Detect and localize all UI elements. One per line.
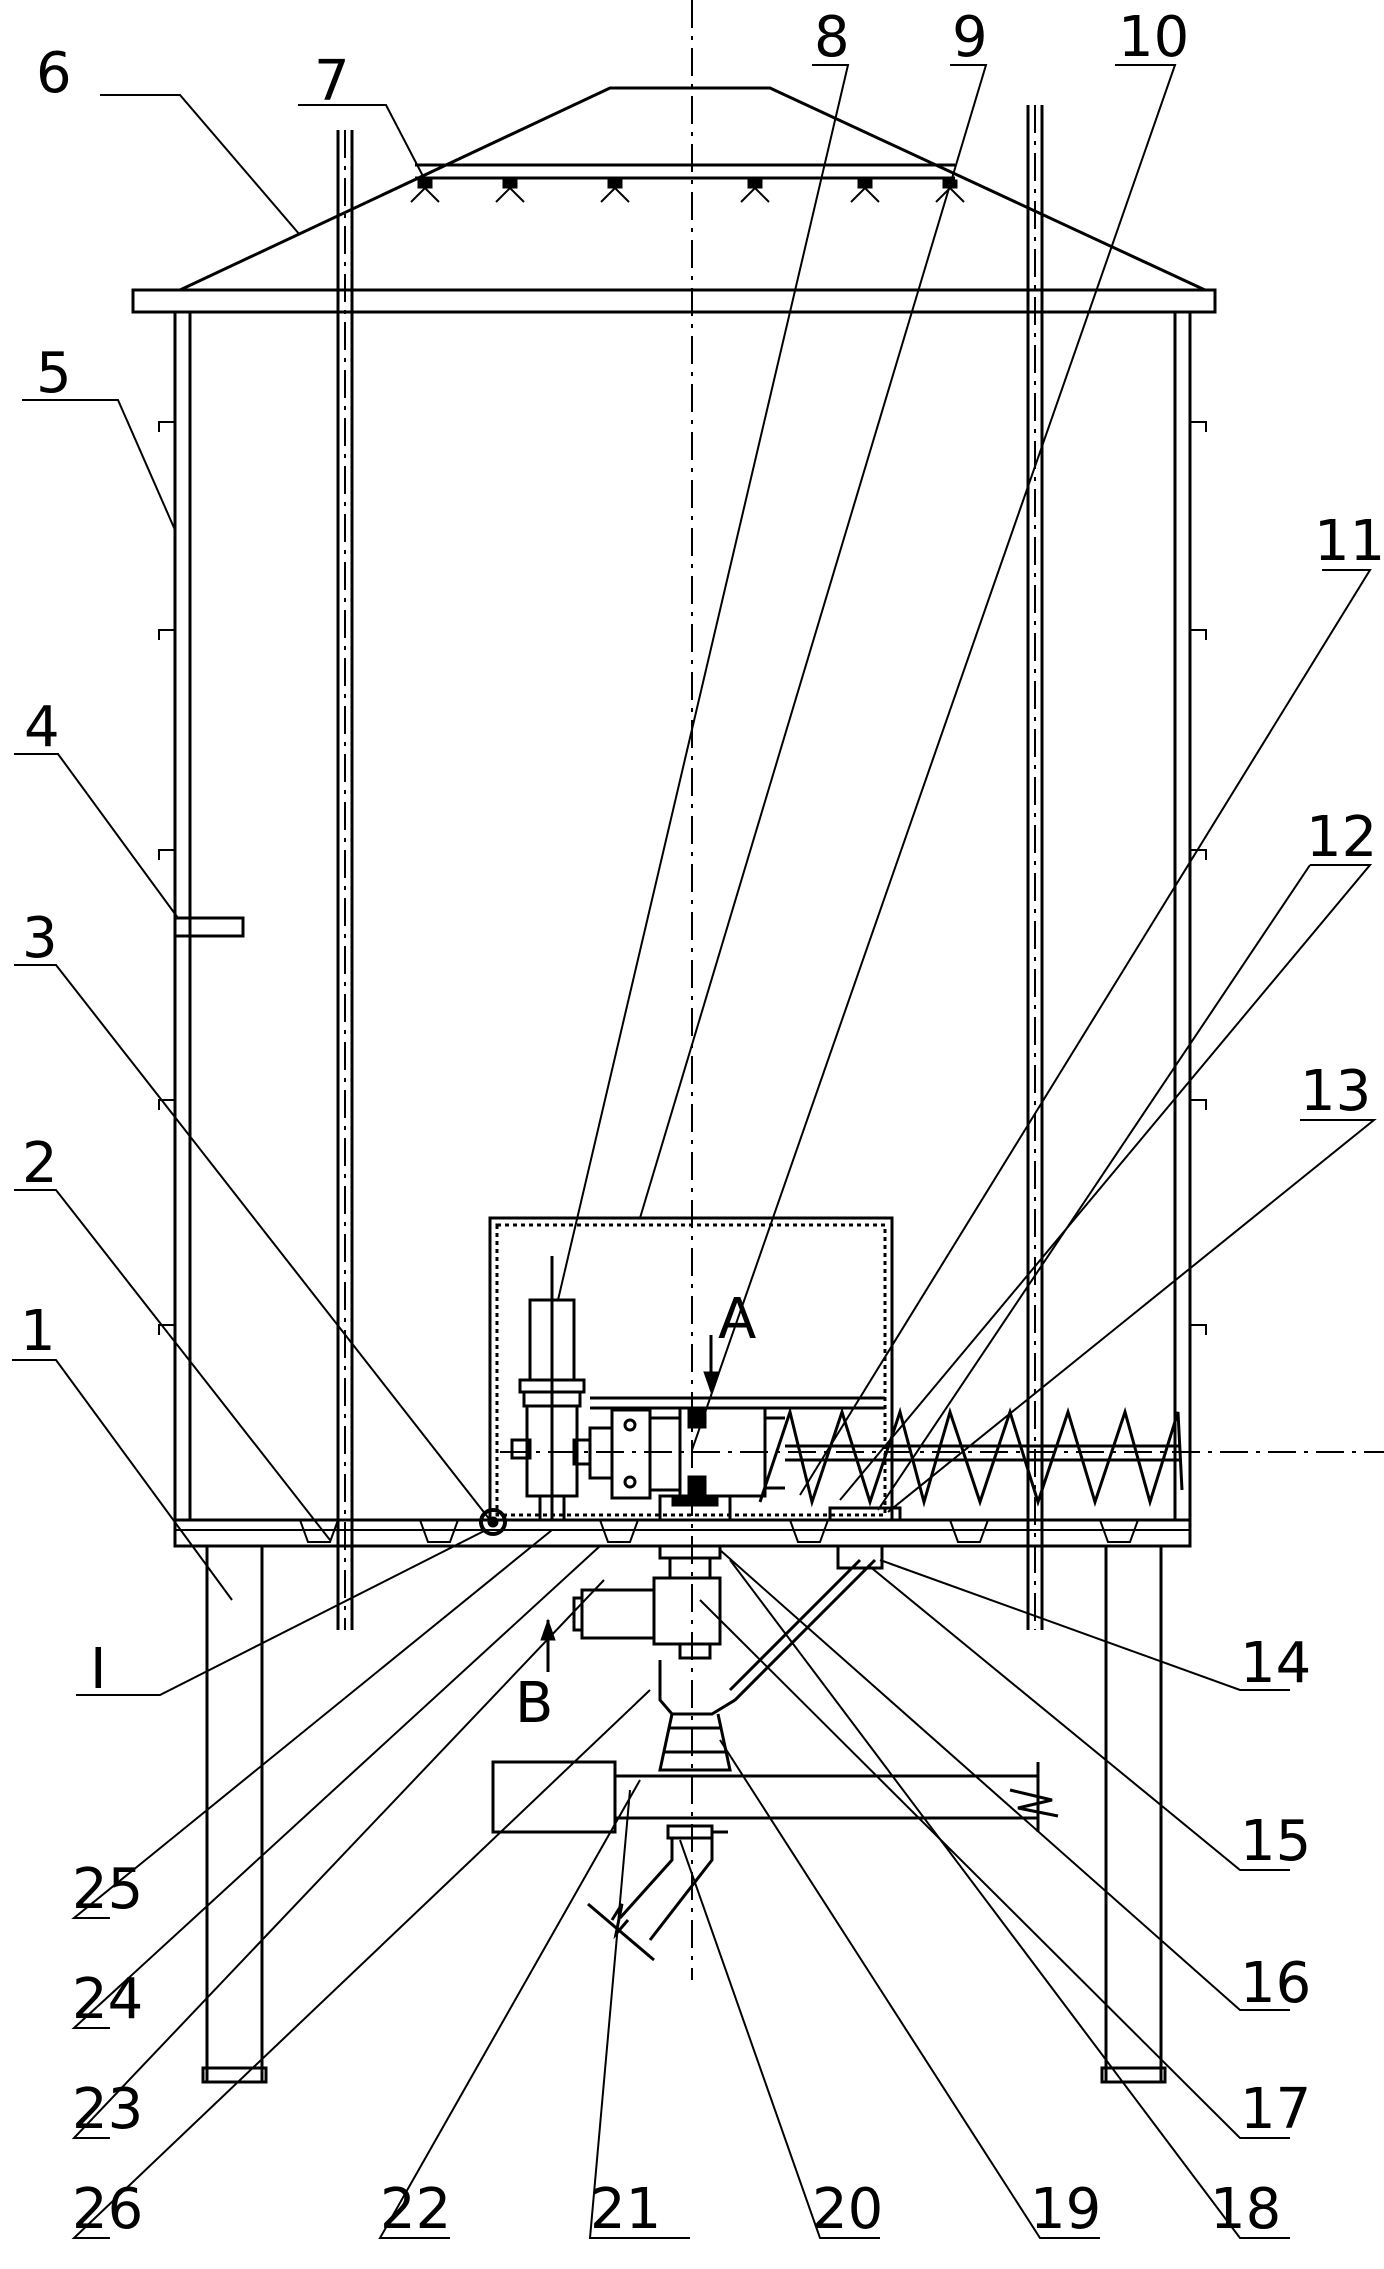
callout-20: 20 [812, 2177, 883, 2242]
callout-19: 19 [1030, 2177, 1101, 2242]
callout-16: 16 [1240, 1951, 1311, 2016]
center-lines [344, 0, 1384, 1980]
callout-9: 9 [952, 5, 988, 70]
roof [131, 86, 1217, 314]
callout-8: 8 [814, 5, 850, 70]
detail-i-marker [479, 1508, 507, 1536]
callout-2: 2 [22, 1131, 58, 1196]
callout-13: 13 [1300, 1059, 1371, 1124]
section-label-b: B [515, 1671, 553, 1736]
callout-24: 24 [72, 1967, 143, 2032]
callout-1: 1 [20, 1299, 56, 1364]
gearbox [572, 1406, 785, 1522]
callout-4: 4 [24, 695, 60, 760]
callout-14: 14 [1240, 1631, 1311, 1696]
callout-6: 6 [36, 41, 72, 106]
callout-18: 18 [1210, 2177, 1281, 2242]
spray-nozzles [410, 179, 965, 203]
right-wall-rungs [1190, 421, 1207, 1335]
callout-17: 17 [1240, 2077, 1311, 2142]
lower-drive [572, 1544, 884, 1660]
callout-21: 21 [590, 2177, 661, 2242]
section-arrow-b: B [515, 1618, 556, 1736]
callout-23: 23 [72, 2077, 143, 2142]
callout-11: 11 [1314, 509, 1384, 574]
callout-5: 5 [36, 341, 72, 406]
callout-26: 26 [72, 2177, 143, 2242]
tank-walls [173, 312, 1192, 1520]
cutter-motor [491, 1760, 1059, 1834]
callout-7: 7 [314, 49, 350, 114]
support-legs [201, 1546, 1167, 2084]
screw-conveyor [758, 1406, 1184, 1522]
detail-label-i: I [90, 1637, 107, 1702]
vertical-motor [510, 1256, 586, 1522]
base-gussets [299, 1519, 1139, 1543]
left-wall-rungs [158, 421, 175, 1335]
callout-12: 12 [1306, 805, 1377, 870]
discharge-hopper [658, 1558, 877, 1772]
callout-10: 10 [1118, 5, 1189, 70]
callout-3: 3 [22, 906, 58, 971]
callout-15: 15 [1240, 1809, 1311, 1874]
outlet-pipe [587, 1824, 728, 1962]
inlet-pipe [173, 916, 245, 938]
leader-lines [12, 64, 1377, 2239]
callout-22: 22 [380, 2177, 451, 2242]
callout-25: 25 [72, 1857, 143, 1922]
vertical-rods [336, 105, 1044, 1630]
callout-labels: 6 7 8 9 10 5 4 3 2 1 11 12 13 14 15 16 1… [20, 5, 1384, 2242]
